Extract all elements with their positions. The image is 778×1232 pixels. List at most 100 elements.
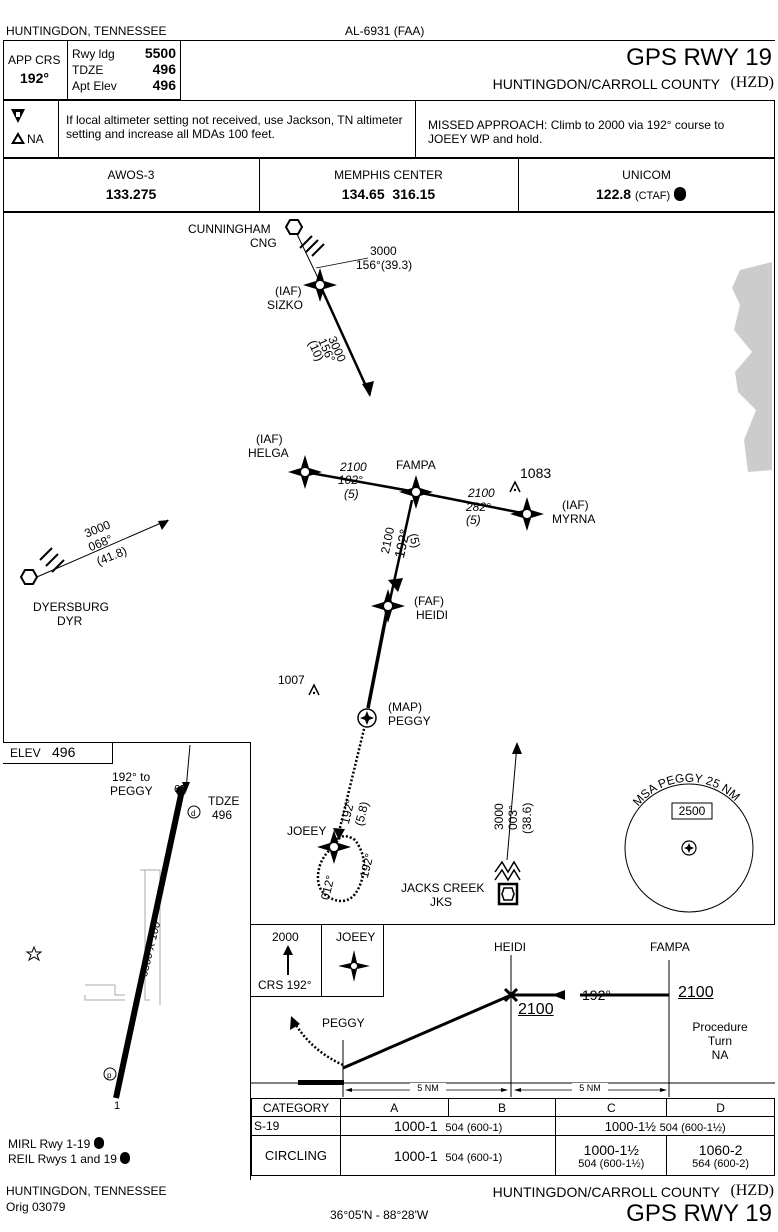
rwy-end-19: 19 [174, 782, 187, 794]
footer-airport-id: (HZD) [730, 1182, 774, 1199]
apt-elev-label: Apt Elev [72, 79, 117, 93]
ma-alt: 2000 [272, 930, 299, 944]
lighting-note-1-text: MIRL Rwy 1-19 [8, 1137, 91, 1151]
heidi-waypoint-icon [371, 589, 405, 623]
s19-cd-small: 504 (600-1½) [659, 1121, 726, 1134]
ma-fix: JOEEY [336, 930, 376, 944]
terrain-shading [732, 262, 772, 472]
svg-text:p: p [107, 1071, 112, 1080]
jks-dist: (38.6) [520, 802, 534, 834]
pt-note-2: Turn [707, 1034, 733, 1048]
sizko-iaf: (IAF) [275, 284, 302, 298]
ma-hold-icon [338, 950, 370, 982]
circ-c-small: 504 (600-1½) [578, 1157, 645, 1170]
profile-heidi-alt: 2100 [518, 1001, 554, 1018]
sketch-tdze-label: TDZE [208, 794, 240, 808]
profile-dist-1: 5 NM [410, 1083, 446, 1093]
chart-id: AL-6931 (FAA) [345, 24, 425, 38]
pcl-icon-2 [120, 1152, 131, 1164]
footer-city: HUNTINGDON, TENNESSEE [6, 1184, 167, 1198]
comm-awos-name: AWOS-3 [107, 168, 155, 182]
cng-crs: 156°(39.3) [356, 258, 413, 272]
app-crs-value: 192° [20, 70, 49, 86]
svg-text:d: d [191, 809, 195, 818]
apt-elev-value: 496 [152, 77, 176, 93]
lighting-note-1: MIRL Rwy 1-19 [8, 1137, 104, 1151]
circ-d-main: 1060-2 [698, 1141, 743, 1158]
peggy-map-icon [357, 708, 377, 728]
papi-icon [103, 1067, 117, 1081]
beacon-icon [25, 945, 43, 962]
footer-coords: 36°05'N - 88°28'W [330, 1208, 429, 1222]
cat-b-header: B [447, 1098, 557, 1117]
cat-a-header: A [339, 1098, 449, 1117]
missed-approach-text: MISSED APPROACH: Climb to 2000 via 192° … [428, 118, 725, 146]
pcl-icon-1 [93, 1137, 104, 1149]
joeey-waypoint-icon [317, 830, 351, 864]
app-crs-label: APP CRS [8, 53, 61, 67]
myrna-label: MYRNA [552, 512, 596, 526]
helga-crs: 102° [338, 473, 363, 487]
obstacle-1083-icon [509, 480, 521, 493]
helga-alt: 2100 [340, 460, 367, 474]
climb-arrow-icon [283, 945, 293, 975]
comm-awos-freq: 133.275 [105, 186, 157, 202]
comm-unicom-freq-line: 122.8 (CTAF) [596, 186, 687, 202]
obstacle-1083-label: 1083 [520, 465, 552, 481]
heidi-label: HEIDI [416, 608, 449, 622]
cng-vortac-icon [284, 219, 325, 257]
rwy-ldg-value: 5500 [144, 45, 176, 61]
wind-indicator-icon [187, 805, 201, 819]
s19-cd-main: 1000-1½ [604, 1118, 657, 1134]
helga-dist: (5) [344, 487, 359, 501]
comm-unicom-name: UNICOM [622, 168, 671, 182]
notes-box [3, 100, 775, 158]
minimums-table: CATEGORY A B C D S-19 1000-1 504 (600-1)… [251, 1098, 775, 1176]
circ-ab-small: 504 (600-1) [445, 1151, 503, 1164]
msa-altitude: 2500 [678, 804, 706, 818]
crs-note-line1: 192° to [112, 770, 151, 784]
cat-d-header: D [666, 1098, 775, 1117]
cunningham-label: CUNNINGHAM [188, 222, 271, 236]
footer-procedure: GPS RWY 19 [626, 1200, 772, 1227]
elev-value: 496 [52, 744, 76, 760]
profile-heidi: HEIDI [494, 940, 527, 954]
tdze-label: TDZE [72, 63, 104, 77]
rwy-ldg-label: Rwy ldg [72, 47, 115, 61]
helga-label: HELGA [248, 446, 289, 460]
jks-vortac-icon [494, 860, 521, 906]
crs-note-line2: PEGGY [110, 784, 153, 798]
fampa-waypoint-icon [399, 475, 433, 509]
jks-alt: 3000 [492, 803, 506, 830]
dyersburg-label: DYERSBURG [33, 600, 110, 614]
profile-crs: 192° [582, 987, 611, 1003]
profile-view [251, 924, 775, 1098]
s19-ab-small: 504 (600-1) [445, 1122, 503, 1134]
ma-crs: CRS 192° [258, 978, 312, 992]
jks-label: JKS [430, 895, 453, 909]
comm-center-name: MEMPHIS CENTER [334, 168, 443, 182]
runway-info-box [3, 40, 181, 100]
comm-center-freq: 134.65 316.15 [341, 186, 436, 202]
profile-drawing [251, 955, 775, 1097]
airport-sketch [3, 742, 251, 1180]
procedure-title: GPS RWY 19 [626, 44, 772, 71]
final-dist: (5) [406, 532, 424, 550]
s19-ab-main: 1000-1 [394, 1118, 438, 1134]
msa-center-icon [681, 840, 697, 856]
altimeter-note: If local altimeter setting not received,… [66, 113, 403, 141]
s19-cd: 1000-1½ 504 (600-1½) [555, 1116, 775, 1136]
lighting-note-2: REIL Rwys 1 and 19 [8, 1152, 131, 1166]
sizko-label: SIZKO [267, 298, 304, 312]
runway-end-light [176, 786, 186, 796]
elev-label: ELEV [10, 746, 41, 760]
sketch-tdze-value: 496 [212, 808, 233, 822]
footer-orig: Orig 03079 [6, 1200, 66, 1214]
myrna-dist: (5) [466, 513, 481, 527]
obstacle-1007-label: 1007 [278, 673, 305, 687]
jks-crs: 003° [506, 805, 520, 830]
myrna-waypoint-icon [510, 497, 544, 531]
profile-dist-2: 5 NM [572, 1083, 608, 1093]
